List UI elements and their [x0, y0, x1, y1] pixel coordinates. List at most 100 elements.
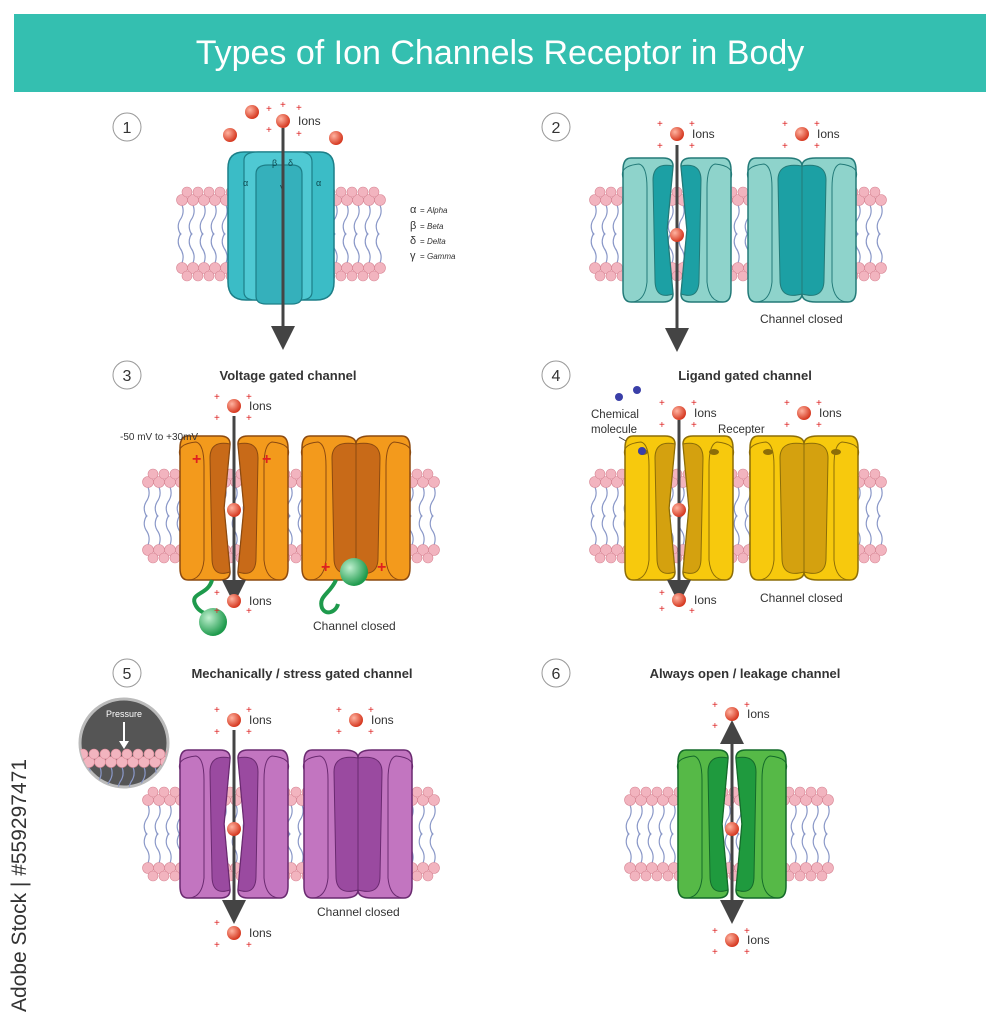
- lipid-head: [428, 862, 440, 874]
- subunit-outline: [302, 755, 329, 899]
- lipid-head: [122, 833, 132, 843]
- svg-text:+: +: [659, 420, 665, 431]
- lipid-head: [169, 468, 181, 480]
- svg-text:+: +: [657, 141, 663, 152]
- lipid-head: [290, 468, 302, 480]
- channel-closed: [300, 435, 412, 581]
- ion: [223, 128, 237, 142]
- channel-closed-label: Channel closed: [313, 619, 396, 633]
- lipid-head: [594, 468, 606, 480]
- lipid-head: [158, 870, 170, 882]
- channel-closed-label: Channel closed: [317, 905, 400, 919]
- lipid-head: [147, 552, 159, 564]
- lipid-head: [203, 186, 215, 198]
- svg-text:+: +: [657, 119, 663, 130]
- lipid-head: [737, 552, 749, 564]
- lipid-head: [181, 270, 193, 282]
- lipid-head: [411, 786, 423, 798]
- svg-text:+: +: [712, 947, 718, 958]
- ions-label: Ions: [817, 127, 840, 141]
- panel-number: 1: [123, 120, 132, 137]
- channel-closed: [748, 435, 860, 581]
- svg-text:+: +: [214, 606, 220, 617]
- svg-text:+: +: [659, 398, 665, 409]
- lipid-head: [875, 544, 887, 556]
- pressure-inset: Pressure: [78, 697, 170, 843]
- svg-text:+: +: [262, 451, 271, 468]
- lipid-head: [147, 870, 159, 882]
- svg-text:+: +: [214, 392, 220, 403]
- lipid-head: [132, 748, 144, 760]
- lipid-head: [640, 786, 652, 798]
- svg-text:+: +: [296, 129, 302, 140]
- title-banner: Types of Ion Channels Receptor in Body: [14, 14, 986, 92]
- pore-wall: [237, 756, 259, 892]
- lipid-head: [816, 870, 828, 882]
- lipid-head: [374, 194, 386, 206]
- lipid-head: [214, 186, 226, 198]
- lipid-head: [169, 870, 181, 882]
- ion: [672, 593, 686, 607]
- panel-title: Ligand gated channel: [678, 368, 812, 383]
- subunit-outline: [761, 755, 788, 899]
- pore-wall: [355, 442, 381, 574]
- lipid-head: [816, 786, 828, 798]
- lipid-head: [422, 552, 434, 564]
- lipid-head: [737, 186, 749, 198]
- lipid-head: [875, 262, 887, 274]
- svg-text:+: +: [214, 940, 220, 951]
- lipid-head: [214, 270, 226, 282]
- lipid-head: [290, 870, 302, 882]
- channel-closed: [302, 749, 414, 899]
- pore-wall: [707, 756, 729, 892]
- svg-text:+: +: [814, 141, 820, 152]
- svg-text:+: +: [246, 606, 252, 617]
- receptor-site: [763, 449, 773, 455]
- lipid-head: [805, 786, 817, 798]
- panel-number: 6: [552, 666, 561, 683]
- ion: [227, 926, 241, 940]
- ion: [670, 228, 684, 242]
- svg-text:+: +: [689, 606, 695, 617]
- lipid-head: [368, 270, 380, 282]
- ion: [227, 594, 241, 608]
- lipid-head: [605, 186, 617, 198]
- lipid-head: [374, 262, 386, 274]
- receptor-site: [709, 449, 719, 455]
- svg-text:=: =: [420, 222, 425, 231]
- lipid-head: [117, 825, 128, 836]
- lipid-head: [290, 786, 302, 798]
- lipid-head: [335, 270, 347, 282]
- lipid-head: [128, 825, 139, 836]
- lipid-head: [640, 870, 652, 882]
- lipid-head: [147, 468, 159, 480]
- ion: [670, 127, 684, 141]
- ion: [245, 105, 259, 119]
- lipid-head: [290, 552, 302, 564]
- inactivation-tether: [319, 579, 340, 615]
- lipid-head: [357, 186, 369, 198]
- lipid-head: [154, 748, 166, 760]
- lipid-head: [335, 186, 347, 198]
- lipid-head: [869, 468, 881, 480]
- lipid-head: [794, 870, 806, 882]
- svg-text:+: +: [377, 559, 386, 576]
- lipid-head: [121, 748, 133, 760]
- svg-text:+: +: [336, 705, 342, 716]
- ions-label: Ions: [298, 114, 321, 128]
- lipid-head: [651, 870, 663, 882]
- panel-number-badge: 6: [541, 658, 571, 688]
- lipid-head: [858, 468, 870, 480]
- lipid-head: [95, 825, 106, 836]
- lipid-head: [805, 870, 817, 882]
- subunit-outline: [263, 755, 290, 899]
- lipid-head: [875, 476, 887, 488]
- lipid-head: [875, 194, 887, 206]
- subunit-outline: [178, 441, 205, 581]
- lipid-head: [737, 270, 749, 282]
- pore-wall: [357, 756, 383, 892]
- ion: [795, 127, 809, 141]
- ions-label: Ions: [819, 406, 842, 420]
